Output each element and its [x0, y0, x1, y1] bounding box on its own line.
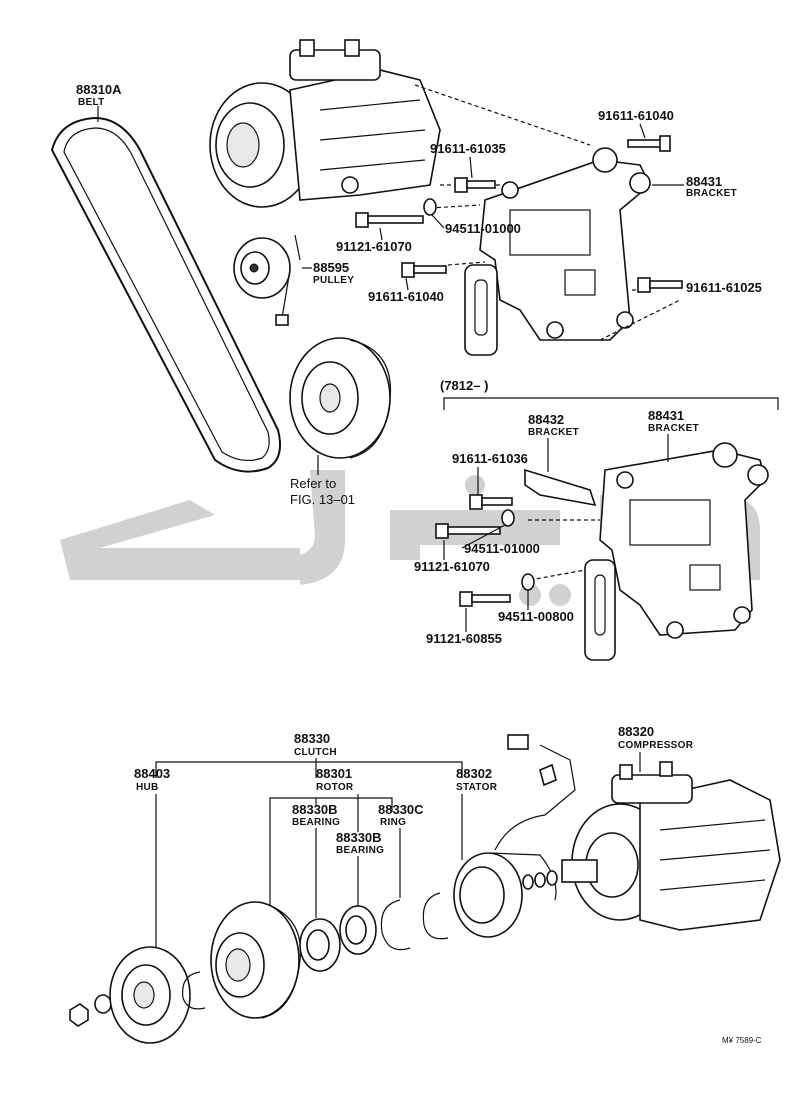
label-bearing-2: 88330B BEARING — [336, 830, 384, 856]
label-rotor: 88301 ROTOR — [316, 766, 354, 793]
label-compressor: 88320 COMPRESSOR — [618, 724, 694, 751]
bolt-91121-60855 — [459, 591, 511, 607]
bolts-variant — [435, 494, 535, 607]
belt-number: 88310A — [76, 82, 122, 97]
ring-name: RING — [380, 817, 406, 828]
bolt-91121-61070 — [355, 212, 424, 228]
bolt-91121-61070-b — [435, 523, 501, 539]
belt-name: BELT — [78, 97, 105, 108]
label-bearing-1: 88330B BEARING — [292, 802, 340, 828]
label-washer-a: 94511-01000 — [445, 221, 521, 236]
bolt-91611-61035 — [454, 177, 496, 193]
bracket-variant — [524, 442, 769, 661]
clutch-name: CLUTCH — [294, 747, 337, 758]
rotor-number: 88301 — [316, 766, 352, 781]
label-belt: 88310A BELT — [76, 82, 122, 108]
refer-line-2: FIG. 13–01 — [290, 492, 355, 507]
clutch-number: 88330 — [294, 731, 330, 746]
upper-compressor — [209, 39, 441, 208]
label-bracket-b: 88431 BRACKET — [648, 408, 699, 434]
nut-and-washer — [69, 994, 112, 1027]
label-bolt-a: 91611-61040 — [598, 108, 674, 123]
refer-note: Refer to FIG. 13–01 — [290, 476, 355, 507]
bearing-1-part — [299, 918, 341, 972]
snap-ring-small — [182, 971, 206, 1010]
crank-pulley — [289, 337, 392, 459]
label-variant-washer-a: 94511-01000 — [464, 541, 540, 556]
rotor-name: ROTOR — [316, 782, 354, 793]
bearing-1-name: BEARING — [292, 817, 340, 828]
bracket-number: 88431 — [686, 174, 722, 189]
label-stator: 88302 STATOR — [456, 766, 498, 793]
label-bracket: 88431 BRACKET — [686, 174, 737, 199]
bearing-2-name: BEARING — [336, 845, 384, 856]
bracket-b-number: 88431 — [648, 408, 684, 423]
label-bolt-e: 91611-61025 — [686, 280, 762, 295]
label-ring: 88330C RING — [378, 802, 424, 828]
bolt-91611-61040-mid — [401, 262, 447, 278]
bolt-91611-61040-top — [627, 135, 671, 152]
bolts-upper — [355, 135, 683, 293]
label-clutch: 88330 CLUTCH — [294, 731, 337, 758]
rotor-part — [210, 901, 302, 1019]
label-pulley: 88595 PULLEY — [313, 260, 354, 286]
label-variant-bolt-c: 91121-60855 — [426, 631, 502, 646]
hub-number: 88403 — [134, 766, 170, 781]
bolt-91611-61025 — [637, 277, 683, 293]
bolt-91611-61036 — [469, 494, 513, 510]
stator-number: 88302 — [456, 766, 492, 781]
idler-pulley — [233, 234, 301, 326]
stator-part — [453, 734, 576, 938]
pulley-number: 88595 — [313, 260, 349, 275]
bearing-2-part — [339, 905, 377, 955]
footer-code: M¥ 7589-C — [722, 1036, 762, 1045]
label-bolt-c: 91121-61070 — [336, 239, 412, 254]
label-bolt-d: 91611-61040 — [368, 289, 444, 304]
ring-part — [380, 899, 411, 951]
bracket-a-number: 88432 — [528, 412, 564, 427]
compressor-number: 88320 — [618, 724, 654, 739]
washer-94511-00800 — [521, 573, 535, 591]
label-variant-bolt-b: 91121-61070 — [414, 559, 490, 574]
label-bolt-b: 91611-61035 — [430, 141, 506, 156]
label-bracket-a: 88432 BRACKET — [528, 412, 579, 438]
refer-line-1: Refer to — [290, 476, 336, 491]
shims — [522, 870, 558, 890]
bracket-a-name: BRACKET — [528, 427, 579, 438]
compressor-name: COMPRESSOR — [618, 740, 694, 751]
bracket-b-name: BRACKET — [648, 423, 699, 434]
bracket-name: BRACKET — [686, 188, 737, 199]
lower-compressor — [561, 761, 781, 931]
bearing-1-number: 88330B — [292, 802, 338, 817]
washer-94511-01000 — [423, 198, 437, 216]
ring-number: 88330C — [378, 802, 424, 817]
bracket-upper — [464, 147, 651, 356]
label-variant-bolt-a: 91611-61036 — [452, 451, 528, 466]
hub-name: HUB — [136, 782, 159, 793]
variant-range: (7812– ) — [440, 378, 488, 393]
pulley-name: PULLEY — [313, 275, 354, 286]
hub-part — [109, 946, 191, 1044]
label-hub: 88403 HUB — [134, 766, 170, 793]
washer-94511-01000-b — [501, 509, 515, 527]
belt — [50, 116, 281, 473]
label-variant-washer-b: 94511-00800 — [498, 609, 574, 624]
stator-name: STATOR — [456, 782, 498, 793]
snap-ring-large — [422, 892, 449, 940]
bearing-2-number: 88330B — [336, 830, 382, 845]
